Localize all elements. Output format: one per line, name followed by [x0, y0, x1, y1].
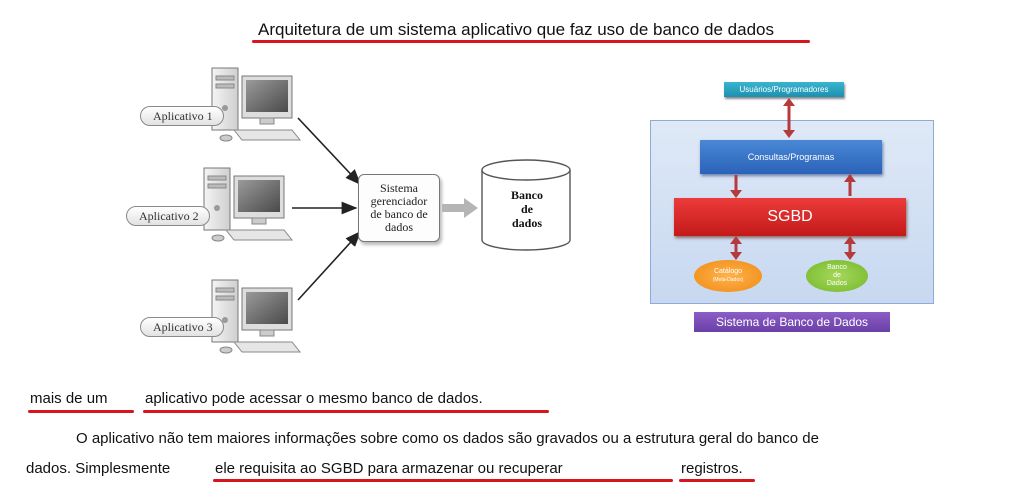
text-line2: O aplicativo não tem maiores informações… [76, 430, 819, 447]
database-label: Banco de dados [510, 188, 543, 230]
catalog-sub-label: (Meta-Dados) [712, 277, 744, 283]
database-cylinder-icon [481, 159, 571, 251]
text-line3-part1: dados. Simplesmente [26, 460, 171, 477]
sgbd-box: Sistema gerenciador de banco de dados [358, 174, 440, 242]
arrow-app3-to-sgbd [297, 230, 362, 301]
database-system-diagram: Usuários/Programadores Consultas/Program… [648, 80, 938, 335]
underline-line3-part2 [213, 479, 673, 482]
app-label-1: Aplicativo 1 [140, 106, 224, 126]
architecture-drawing [203, 67, 571, 354]
text-line3-part3: registros. [681, 460, 743, 477]
page-title: Arquitetura de um sistema aplicativo que… [258, 20, 774, 39]
catalog-label: Catálogo [713, 268, 743, 275]
users-box: Usuários/Programadores [724, 82, 844, 97]
text-line3-part2: ele requisita ao SGBD para armazenar ou … [215, 460, 563, 477]
computer-2-icon [203, 167, 294, 242]
arrow-sgbd-to-db [442, 198, 478, 218]
system-label: Sistema de Banco de Dados [694, 312, 890, 332]
underline-line1-part2 [143, 410, 549, 413]
catalog-ellipse: Catálogo (Meta-Dados) [694, 260, 762, 292]
sgbd-block: SGBD [674, 198, 906, 236]
queries-box: Consultas/Programas [700, 140, 882, 174]
computer-3-icon [211, 279, 302, 354]
app-label-3: Aplicativo 3 [140, 317, 224, 337]
application-architecture-diagram: Aplicativo 1 Aplicativo 2 Aplicativo 3 S… [120, 60, 590, 380]
title-underline [252, 40, 810, 43]
underline-line1-part1 [28, 410, 134, 413]
underline-line3-part3 [679, 479, 755, 482]
text-line1-part2: aplicativo pode acessar o mesmo banco de… [145, 390, 483, 407]
app-label-2: Aplicativo 2 [126, 206, 210, 226]
arrow-app1-to-sgbd [297, 117, 362, 186]
text-line1-part1: mais de um [30, 390, 108, 407]
computer-1-icon [211, 67, 302, 142]
database-ellipse: Banco de Dados [806, 260, 868, 292]
